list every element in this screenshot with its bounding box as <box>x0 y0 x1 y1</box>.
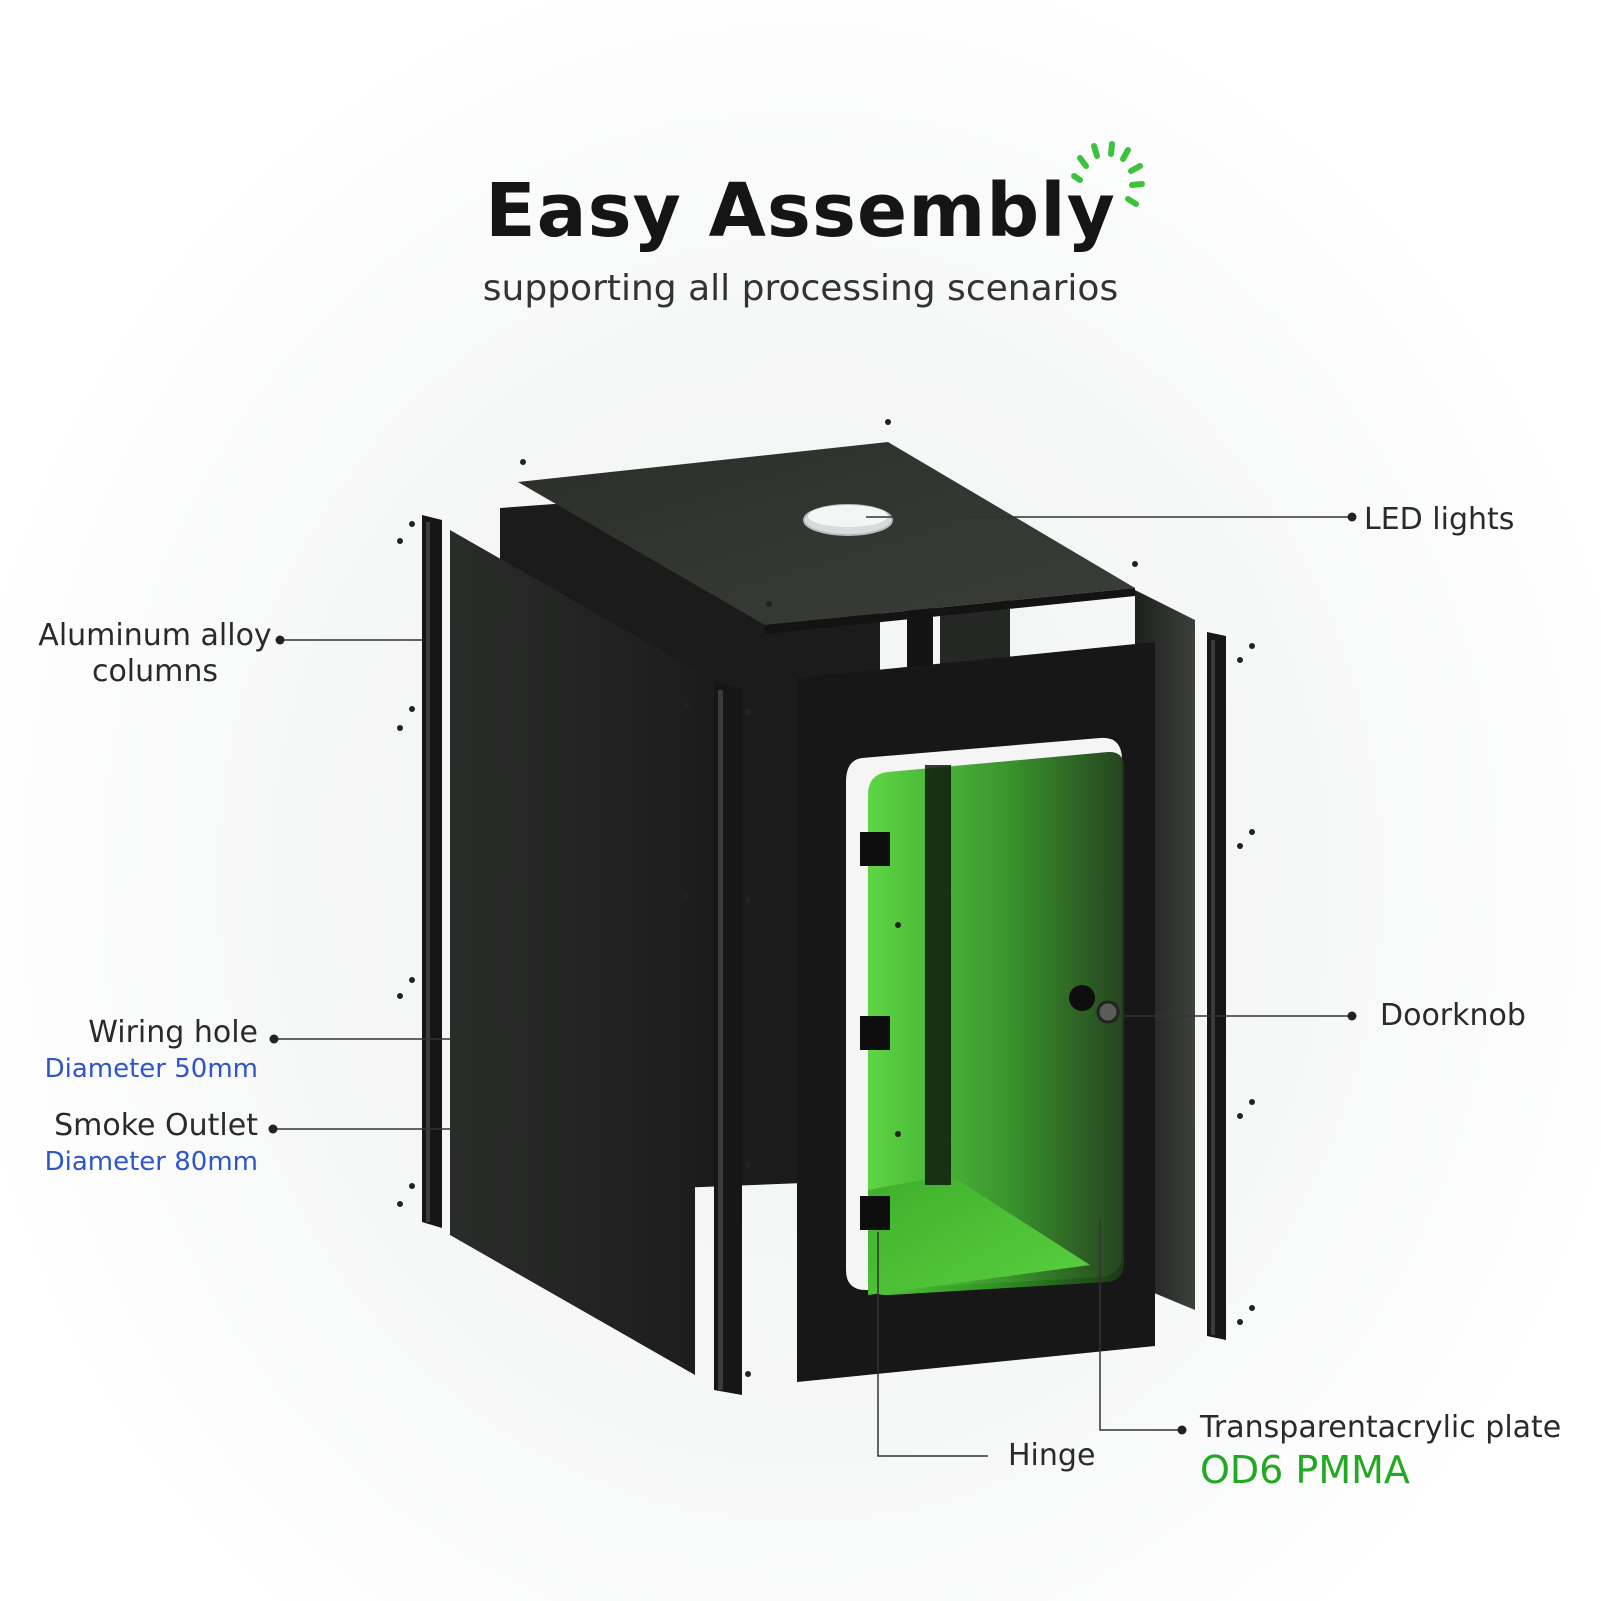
back-left-column <box>422 515 442 1228</box>
doorknob-shape <box>1069 985 1095 1011</box>
hinge-middle <box>860 1016 890 1050</box>
label-wiring-title: Wiring hole <box>88 1015 258 1050</box>
label-acrylic-spec: OD6 PMMA <box>1200 1448 1410 1492</box>
label-led-lights: LED lights <box>1364 502 1514 538</box>
label-smoke-title: Smoke Outlet <box>54 1108 258 1143</box>
sparkle-burst-icon <box>1071 141 1145 207</box>
leader-acrylic <box>1099 1220 1180 1431</box>
page-subtitle: supporting all processing scenarios <box>482 268 1119 309</box>
label-doorknob-text: Doorknob <box>1380 998 1526 1033</box>
label-led-lights-text: LED lights <box>1364 502 1515 537</box>
label-aluminum-columns: Aluminum alloy columns <box>30 618 280 690</box>
hinge-top <box>860 832 890 866</box>
top-panel-edge <box>765 588 1135 634</box>
right-column <box>1207 632 1226 1340</box>
hinge-bottom <box>860 1196 890 1230</box>
leader-hinge <box>877 1232 988 1457</box>
label-columns-line1: Aluminum alloy <box>38 618 272 653</box>
label-wiring-hole: Wiring hole Diameter 50mm <box>30 1015 258 1087</box>
label-smoke-outlet: Smoke Outlet Diameter 80mm <box>30 1108 258 1180</box>
label-doorknob: Doorknob <box>1380 998 1526 1034</box>
label-acrylic-plate: Transparentacrylic plate OD6 PMMA <box>1200 1410 1562 1492</box>
page-title: Easy Assembly <box>485 168 1116 254</box>
label-hinge: Hinge <box>1008 1438 1095 1474</box>
label-columns-line2: columns <box>91 654 219 689</box>
interior-floor <box>868 1175 1090 1295</box>
label-smoke-spec: Diameter 80mm <box>44 1147 258 1177</box>
label-acrylic-title: Transparentacrylic plate <box>1200 1410 1562 1445</box>
screws <box>397 419 1255 1377</box>
left-side-panel <box>450 530 695 1375</box>
label-hinge-text: Hinge <box>1008 1438 1096 1473</box>
label-wiring-spec: Diameter 50mm <box>44 1054 258 1084</box>
